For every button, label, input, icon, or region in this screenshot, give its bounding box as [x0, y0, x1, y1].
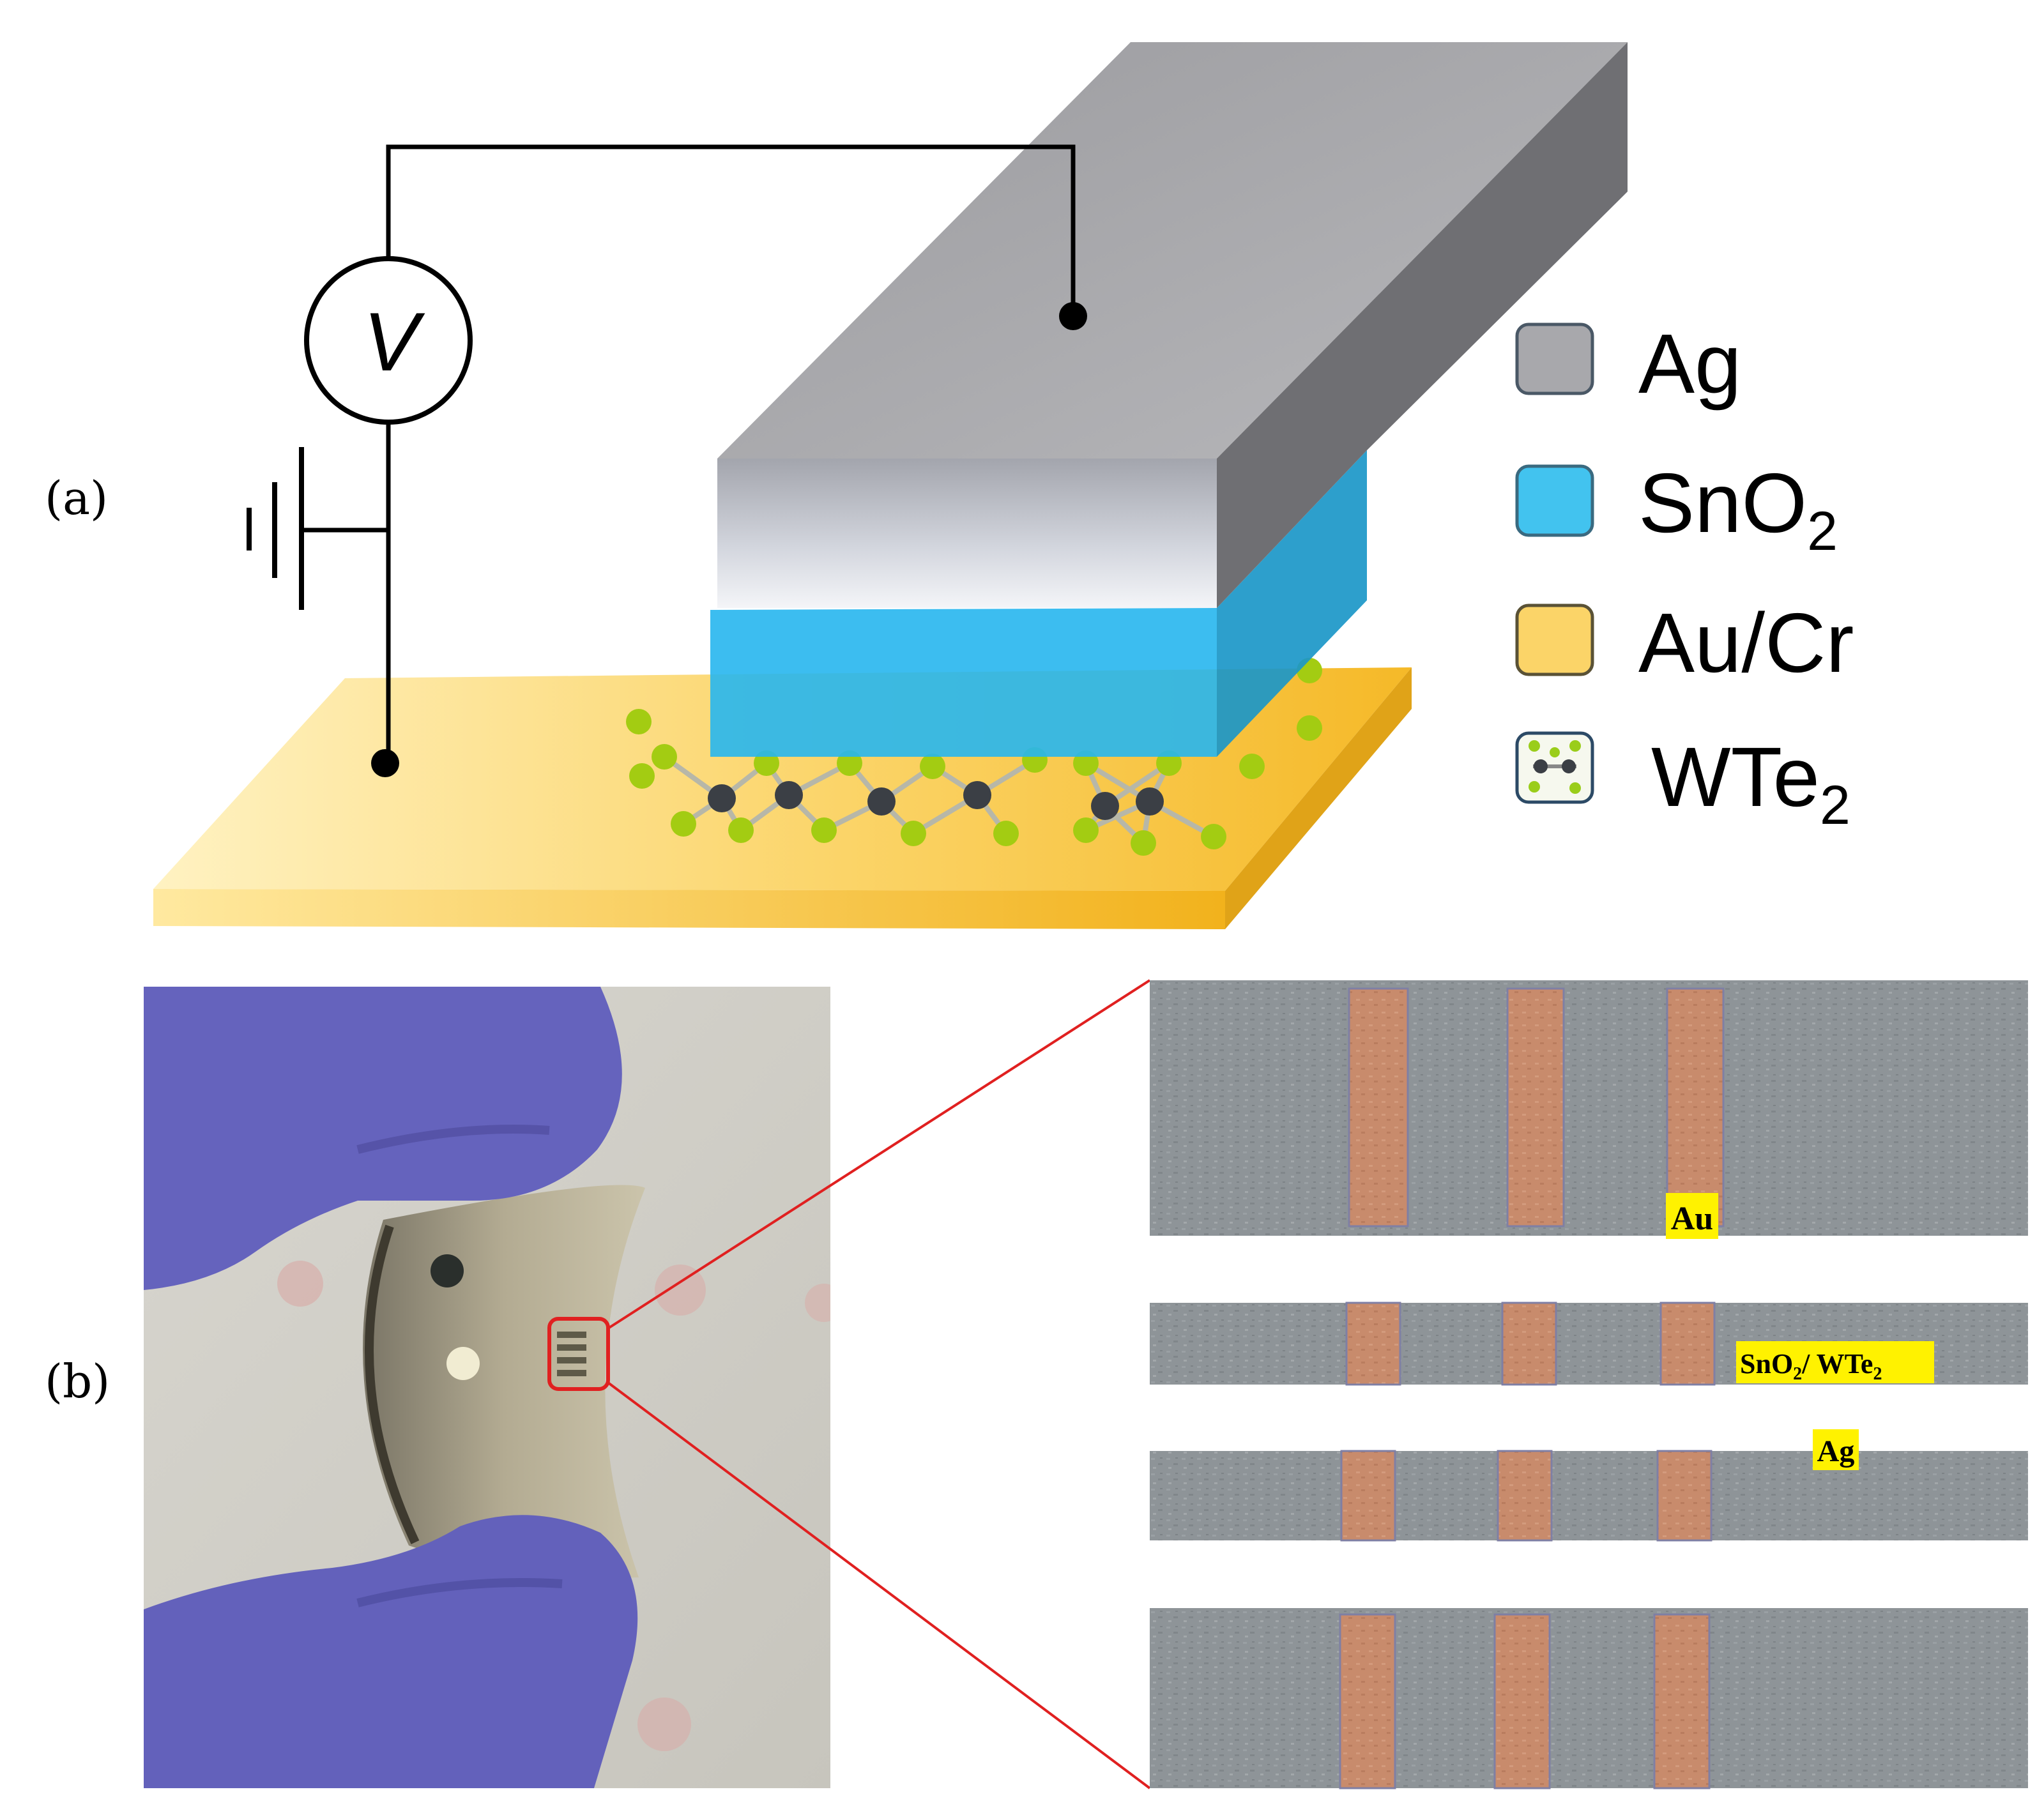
te-atom [920, 754, 945, 779]
ground-symbol [249, 447, 301, 610]
panel-b-label: (b) [45, 1355, 110, 1408]
te-atom [1297, 715, 1322, 741]
voltmeter-symbol: V [363, 295, 425, 388]
w-atom [867, 787, 896, 816]
legend-label-ag: Ag [1638, 317, 1741, 411]
te-atom [629, 763, 655, 789]
svg-text:Ag: Ag [1817, 1434, 1855, 1468]
te-atom [1131, 830, 1156, 856]
legend-item-ag: Ag [1517, 317, 1741, 411]
bottom-contact-dot [371, 749, 399, 777]
wafer-light-dot [446, 1347, 480, 1380]
label-ag: Ag [1813, 1429, 1859, 1470]
te-atom [626, 709, 652, 734]
te-atom [728, 817, 754, 843]
voltmeter: V [307, 259, 470, 422]
w-atom [1091, 792, 1119, 820]
ag-strip-4 [1150, 1608, 2028, 1788]
optical-micrograph: Au SnO2/ WTe2 Ag [1150, 980, 2028, 1788]
te-atom [901, 821, 926, 846]
te-atom [1201, 824, 1226, 849]
wafer-dark-dot [431, 1254, 464, 1287]
te-atom [652, 744, 677, 770]
legend-label-sno2: SnO2 [1638, 456, 1838, 562]
svg-text:Au: Au [1671, 1201, 1713, 1237]
sample-photo [144, 987, 843, 1788]
panel-a-label: (a) [45, 471, 108, 525]
ag-strip-1 [1150, 980, 2028, 1236]
legend-swatch-aucr [1517, 605, 1592, 674]
te-atom [671, 811, 696, 837]
legend-label-wte2: WTe2 [1651, 730, 1850, 836]
ag-electrode [717, 42, 1628, 608]
w-atom [963, 781, 991, 809]
te-atom [993, 821, 1019, 846]
w-atom [1136, 787, 1164, 816]
legend-swatch-ag [1517, 324, 1592, 393]
legend-item-aucr: Au/Cr [1517, 596, 1854, 690]
legend-label-aucr: Au/Cr [1638, 596, 1854, 690]
panel-b: (b) [45, 980, 2028, 1788]
w-atom [775, 781, 803, 809]
label-sno2-wte2: SnO2/ WTe2 [1736, 1341, 1934, 1384]
te-atom [811, 817, 837, 843]
legend-swatch-sno2 [1517, 466, 1592, 535]
w-atom [708, 784, 736, 812]
legend-item-wte2: WTe2 [1517, 730, 1850, 836]
te-atom [1239, 754, 1265, 779]
top-contact-dot [1059, 302, 1087, 330]
ag-strip-3 [1150, 1451, 2028, 1540]
legend-item-sno2: SnO2 [1517, 456, 1838, 562]
panel-a: (a) [45, 42, 1854, 929]
label-au: Au [1666, 1193, 1718, 1239]
svg-text:SnO2/ WTe2: SnO2/ WTe2 [1740, 1348, 1882, 1384]
te-atom [1073, 817, 1099, 843]
legend: Ag SnO2 Au/Cr [1517, 317, 1854, 836]
